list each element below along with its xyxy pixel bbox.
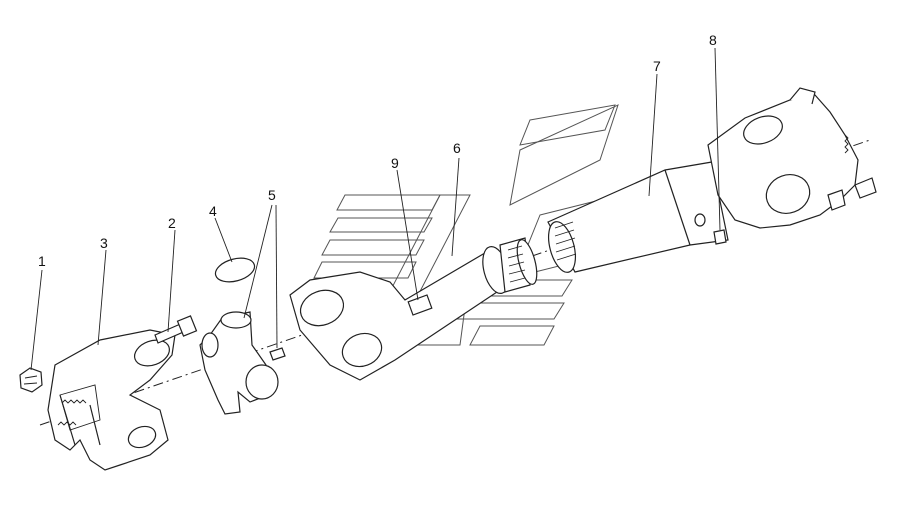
callout-6: 6 (453, 140, 461, 156)
grease-nipple-part-8 (713, 229, 727, 245)
callout-4: 4 (209, 203, 217, 219)
callout-7: 7 (653, 58, 661, 74)
callout-1: 1 (38, 253, 46, 269)
callout-9: 9 (391, 155, 399, 171)
tube-part-7 (547, 161, 729, 273)
snap-ring-part-4 (214, 257, 256, 283)
cross-spider-part-5 (199, 311, 286, 415)
callout-8: 8 (709, 32, 717, 48)
bolt-part-2 (154, 315, 198, 344)
callout-2: 2 (168, 215, 176, 231)
leader-lines (30, 47, 721, 371)
centerline (39, 139, 871, 426)
nut-part-1 (19, 367, 43, 393)
slip-yoke-part-6 (289, 237, 538, 381)
callout-5: 5 (268, 187, 276, 203)
end-yoke-assembly (707, 87, 877, 229)
flange-yoke-part-3 (47, 329, 176, 471)
callout-3: 3 (100, 235, 108, 251)
